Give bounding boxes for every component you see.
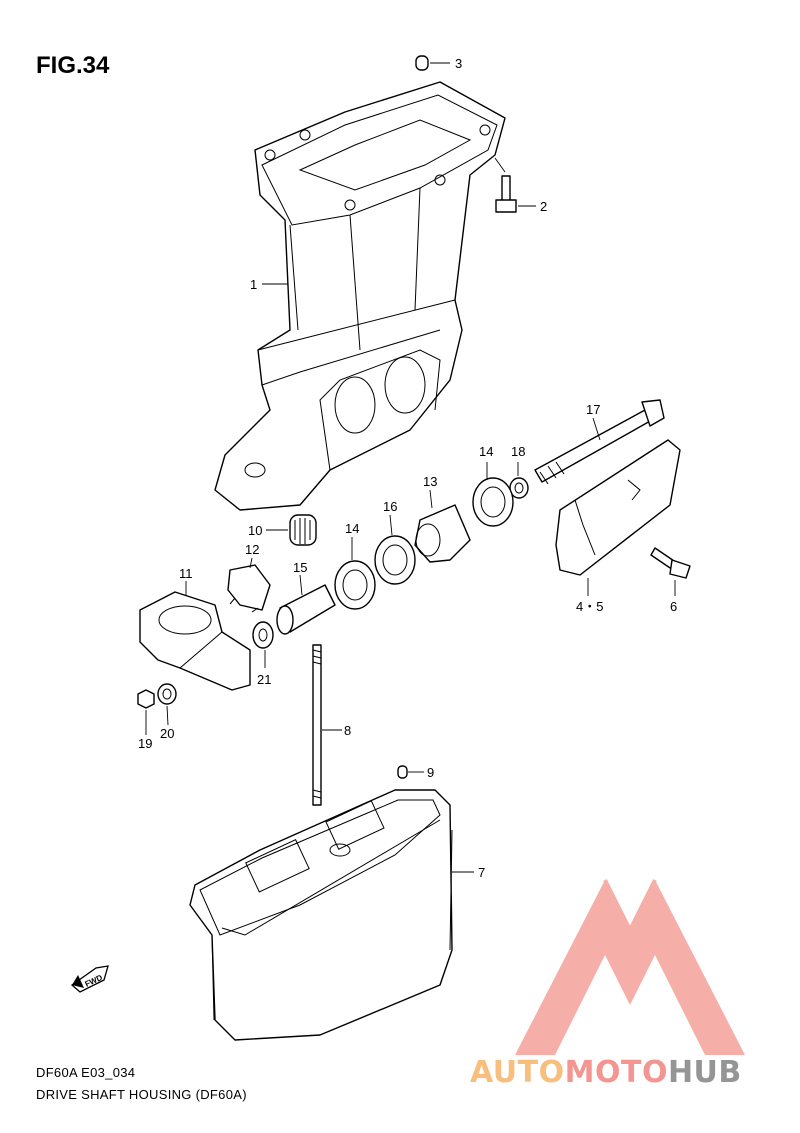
part-14-bushing-left — [334, 560, 376, 610]
callout-19: 19 — [138, 736, 152, 751]
part-8-stud-bolt — [312, 644, 322, 806]
part-21-washer — [252, 621, 274, 649]
part-16-bearing — [374, 535, 416, 585]
part-15-spacer-tube — [276, 584, 336, 635]
callout-3: 3 — [455, 56, 462, 71]
part-10-grommet — [289, 514, 317, 546]
fwd-arrow-icon — [70, 965, 109, 993]
part-18-washer — [509, 477, 529, 499]
callout-18: 18 — [511, 444, 525, 459]
callout-8: 8 — [344, 723, 351, 738]
callout-15: 15 — [293, 560, 307, 575]
watermark-text-moto: MOTO — [565, 1055, 668, 1090]
part-2-bolt — [495, 175, 517, 213]
callout-10: 10 — [248, 523, 262, 538]
fwd-indicator: FWD — [70, 965, 109, 993]
part-11-mount-bracket — [139, 591, 251, 691]
part-4-5-cover — [555, 439, 681, 576]
part-20-washer — [157, 683, 177, 705]
callout-13: 13 — [423, 474, 437, 489]
callout-17: 17 — [586, 402, 600, 417]
figure-title: FIG.34 — [36, 52, 110, 79]
model-code: DF60A E03_034 — [36, 1065, 135, 1080]
callout-6: 6 — [670, 599, 677, 614]
callout-4-5: 4・5 — [576, 599, 603, 614]
callout-7: 7 — [478, 865, 485, 880]
part-12-plate — [227, 564, 271, 613]
callout-20: 20 — [160, 726, 174, 741]
part-13-mount-rubber — [414, 504, 471, 563]
watermark-logo: AUTOMOTOHUB — [470, 879, 745, 1090]
callout-16: 16 — [383, 499, 397, 514]
callout-11: 11 — [179, 566, 193, 581]
part-17-long-bolt — [534, 399, 665, 485]
callout-14-left: 14 — [345, 521, 359, 536]
svg-text:AUTOMOTOHUB: AUTOMOTOHUB — [470, 1055, 742, 1090]
diagram-caption: DRIVE SHAFT HOUSING (DF60A) — [36, 1087, 247, 1102]
part-9-dowel-pin — [397, 765, 408, 779]
watermark-text-hub: HUB — [668, 1055, 742, 1090]
callout-1: 1 — [250, 277, 257, 292]
callout-2: 2 — [540, 199, 547, 214]
callout-21: 21 — [257, 672, 271, 687]
part-1-drive-shaft-housing — [214, 81, 506, 511]
watermark-triangle-icon — [515, 879, 745, 1055]
part-7-lower-housing — [189, 789, 453, 1041]
callout-14-right: 14 — [479, 444, 493, 459]
callout-12: 12 — [245, 542, 259, 557]
part-6-bolt — [650, 547, 691, 579]
watermark-text-auto: AUTO — [470, 1055, 565, 1090]
part-3-dowel-pin — [415, 55, 429, 71]
callout-9: 9 — [427, 765, 434, 780]
part-14-bushing-right — [472, 477, 514, 527]
part-19-nut — [137, 689, 155, 709]
